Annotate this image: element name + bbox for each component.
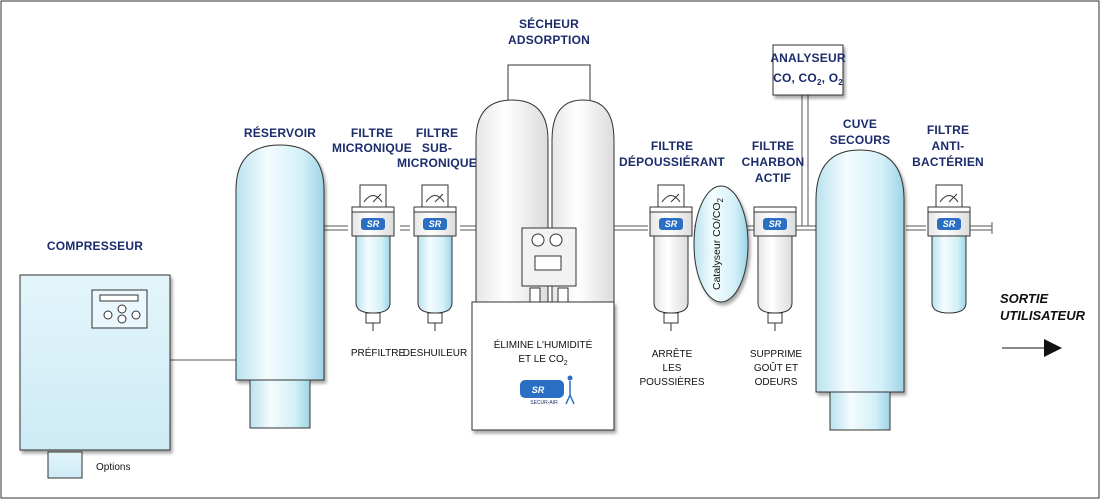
label-secheur-2: ADSORPTION xyxy=(508,33,590,47)
svg-text:SR: SR xyxy=(769,219,782,229)
note-prefiltre: PRÉFILTRE xyxy=(351,346,406,359)
filter-micronique: SR xyxy=(351,184,395,331)
note-elimine-2: ET LE CO2 xyxy=(518,354,567,367)
filter-charbon-actif: SR xyxy=(753,206,797,331)
label-filtre-charbon-3: ACTIF xyxy=(755,171,791,185)
label-sortie-1: SORTIE xyxy=(1000,291,1048,306)
outlet-pipe xyxy=(970,222,993,234)
label-filtre-micro-1: FILTRE xyxy=(351,126,393,140)
note-arrete-3: POUSSIÈRES xyxy=(639,375,704,388)
svg-text:SR: SR xyxy=(665,219,678,229)
reservoir-tank xyxy=(235,144,325,429)
label-sortie-2: UTILISATEUR xyxy=(1000,308,1086,323)
note-supprime-3: ODEURS xyxy=(755,377,798,388)
note-elimine-1: ÉLIMINE L'HUMIDITÉ xyxy=(494,338,593,351)
cuve-secours-tank xyxy=(815,149,905,431)
label-analyseur-1: ANALYSEUR xyxy=(770,51,846,65)
legend-options: Options xyxy=(96,462,130,473)
label-cuve-1: CUVE xyxy=(843,117,877,131)
filter-sub-micronique: SR xyxy=(413,184,457,331)
label-analyseur-2: CO, CO2, O2 xyxy=(773,71,843,87)
label-filtre-sub-2: SUB- xyxy=(422,141,452,155)
label-catalyseur: Catalyseur CO/CO2 xyxy=(711,197,725,290)
label-filtre-sub-1: FILTRE xyxy=(416,126,458,140)
note-deshuileur: DESHUILEUR xyxy=(403,348,467,359)
svg-text:SR: SR xyxy=(943,219,956,229)
logo-sub: SECUR-AIR xyxy=(530,400,558,406)
filter-anti-bacterien: SR xyxy=(927,184,971,314)
svg-text:SR: SR xyxy=(367,219,380,229)
analyseur-box xyxy=(772,44,844,96)
label-filtre-dep-2: DÉPOUSSIÉRANT xyxy=(619,154,725,169)
label-filtre-anti-3: BACTÉRIEN xyxy=(912,154,984,169)
dryer-adsorption: SR SECUR-AIR xyxy=(471,64,615,431)
logo-text: SR xyxy=(532,385,545,395)
filter-depoussierant: SR xyxy=(649,184,693,331)
label-cuve-2: SECOURS xyxy=(830,133,891,147)
label-filtre-dep-1: FILTRE xyxy=(651,139,693,153)
label-filtre-anti-1: FILTRE xyxy=(927,123,969,137)
label-secheur-1: SÉCHEUR xyxy=(519,16,579,31)
legend-swatch xyxy=(47,451,83,479)
label-filtre-charbon-2: CHARBON xyxy=(742,155,805,169)
label-filtre-sub-3: MICRONIQUE xyxy=(397,156,477,170)
svg-text:SR: SR xyxy=(429,219,442,229)
label-reservoir: RÉSERVOIR xyxy=(244,125,316,140)
compressor xyxy=(19,274,171,451)
label-filtre-charbon-1: FILTRE xyxy=(752,139,794,153)
label-filtre-anti-2: ANTI- xyxy=(932,139,965,153)
note-supprime-1: SUPPRIME xyxy=(750,349,803,360)
note-supprime-2: GOÛT ET xyxy=(754,361,798,374)
catalyseur xyxy=(693,185,749,303)
note-arrete-2: LES xyxy=(663,363,682,374)
note-arrete-1: ARRÊTE xyxy=(652,347,693,360)
arrow-right-icon xyxy=(1002,339,1062,357)
label-filtre-micro-2: MICRONIQUE xyxy=(332,141,412,155)
label-compresseur: COMPRESSEUR xyxy=(47,239,143,253)
